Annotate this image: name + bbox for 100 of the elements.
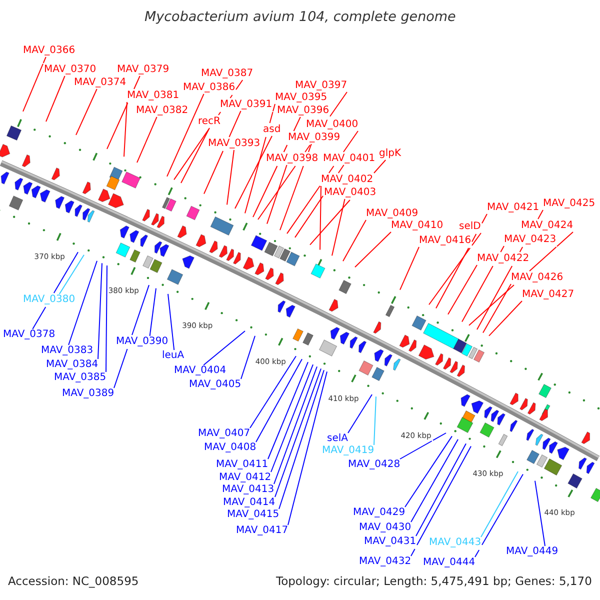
gene-label: MAV_0426 (511, 272, 564, 284)
leader-line (76, 88, 98, 136)
gene-label: MAV_0429 (353, 507, 406, 519)
gene-label: MAV_0391 (220, 99, 272, 111)
leader-line (256, 358, 302, 442)
gene-label: MAV_0412 (219, 472, 272, 484)
leader-line (428, 232, 482, 306)
gene-label: MAV_0423 (504, 234, 556, 246)
leader-line (244, 104, 276, 214)
leader-line (294, 164, 344, 238)
leader-line (354, 232, 392, 268)
leader-line (106, 76, 140, 150)
gene-label: MAV_0428 (348, 459, 400, 471)
gene-label: MAV_0405 (189, 379, 242, 391)
gene-label: leuA (162, 350, 184, 362)
leader-line (149, 288, 156, 336)
gene-label: MAV_0422 (477, 253, 530, 265)
leader-line (226, 150, 234, 206)
leader-line (32, 252, 78, 330)
gene-label: MAV_0415 (227, 509, 280, 521)
gene-label: MAV_0398 (266, 153, 318, 165)
leader-line (410, 446, 472, 556)
leader-line (342, 220, 366, 262)
leader-line (288, 371, 328, 526)
gene-label: MAV_0380 (23, 294, 76, 306)
accession-note: Accession: NC_008595 (8, 574, 139, 588)
gene-label: MAV_0444 (423, 557, 476, 569)
leader-line (488, 300, 522, 336)
gene-label: MAV_0386 (183, 82, 236, 94)
leader-line (436, 214, 488, 309)
gene-label: MAV_0425 (543, 198, 596, 210)
gene-label: MAV_0397 (295, 80, 348, 92)
gene-label: MAV_0387 (201, 68, 254, 80)
leader-line (480, 471, 518, 538)
gene-label: recR (198, 116, 220, 128)
gene-label: MAV_0366 (23, 45, 76, 57)
map-title: Mycobacterium avium 104, complete genome (144, 9, 456, 26)
leader-line (274, 368, 322, 498)
gene-label: MAV_0403 (324, 187, 376, 199)
gene-label: MAV_0410 (391, 220, 444, 232)
leader-line (278, 370, 324, 510)
leader-line (58, 254, 84, 294)
gene-label: MAV_0402 (321, 174, 374, 186)
leader-line (124, 102, 128, 158)
gene-label: MAV_0424 (521, 220, 574, 232)
gene-label: MAV_0381 (127, 90, 180, 102)
leader-line (168, 294, 175, 350)
gene-label: MAV_0389 (62, 388, 114, 400)
leader-line (106, 265, 108, 372)
gene-label: MAV_0393 (208, 138, 260, 150)
gene-label: MAV_0378 (3, 329, 56, 341)
gene-label: asd (263, 124, 281, 136)
leader-line (166, 94, 204, 177)
gene-label: MAV_0416 (419, 235, 472, 247)
gene-label: MAV_0383 (41, 345, 94, 357)
gene-label: MAV_0382 (136, 105, 188, 117)
gene-label: MAV_0408 (204, 442, 256, 454)
gene-label: MAV_0419 (322, 445, 374, 457)
gene-label: MAV_0431 (364, 536, 416, 548)
gene-label: MAV_0374 (74, 77, 126, 89)
leader-line (286, 130, 358, 234)
leader-line (268, 362, 308, 460)
gene-label: MAV_0400 (306, 119, 358, 131)
gene-label: MAV_0401 (323, 153, 376, 165)
gene-label: MAV_0379 (117, 64, 170, 76)
leader-line (404, 436, 452, 508)
gene-label: MAV_0370 (44, 64, 96, 76)
leader-line (400, 246, 420, 290)
leader-line (474, 474, 524, 558)
gene-label: MAV_0396 (277, 105, 330, 117)
leader-line (98, 262, 102, 360)
leader-line (240, 335, 256, 380)
leader-line (270, 364, 314, 472)
gene-label: glpK (379, 148, 402, 160)
gene-label: MAV_0430 (359, 522, 412, 534)
leader-line (468, 232, 574, 326)
gene-label: MAV_0395 (275, 92, 328, 104)
gene-label: MAV_0421 (487, 202, 540, 214)
leader-line (400, 432, 446, 460)
leader-line (114, 284, 150, 388)
leader-line (258, 92, 348, 220)
gene-label: MAV_0432 (359, 556, 412, 568)
gene-label: MAV_0414 (223, 497, 276, 509)
gene-label: MAV_0443 (429, 537, 482, 549)
gene-label: MAV_0411 (216, 459, 268, 471)
leader-line (310, 160, 386, 246)
gene-label: MAV_0399 (288, 132, 340, 144)
leader-line (174, 80, 244, 180)
gene-label: MAV_0427 (522, 289, 574, 301)
leader-line (280, 144, 312, 231)
genome-summary-note: Topology: circular; Length: 5,475,491 bp; Genes: 5,170 (276, 574, 592, 588)
leader-line (252, 116, 301, 218)
gene-label: MAV_0404 (174, 365, 226, 377)
gene-label: MAV_0384 (46, 359, 98, 371)
leader-line (320, 186, 322, 250)
leader-line (534, 480, 546, 546)
leader-line (46, 76, 66, 122)
leader-line (274, 366, 318, 484)
gene-label: selD (459, 221, 481, 233)
leader-line (203, 330, 246, 366)
